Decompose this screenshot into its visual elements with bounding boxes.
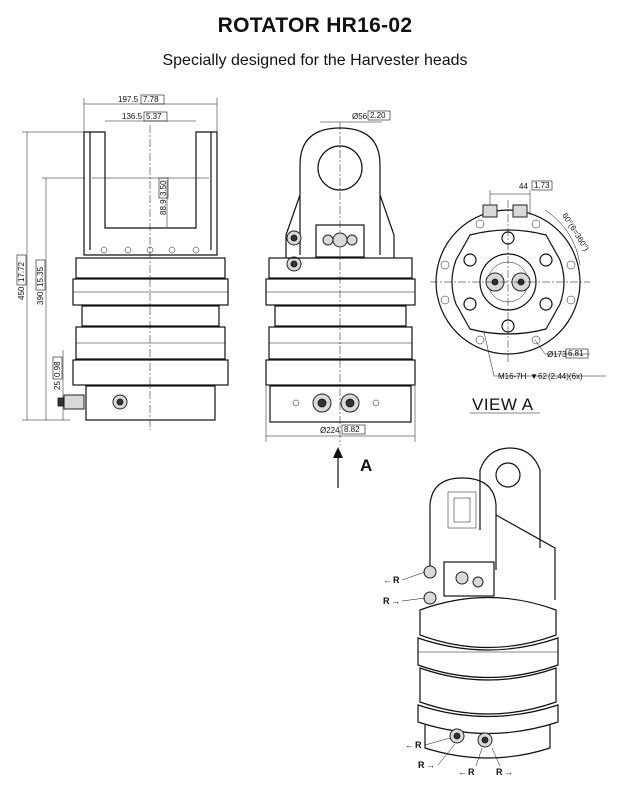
svg-text:←: ← [458, 767, 467, 777]
svg-text:→: → [426, 760, 435, 770]
front-view: 197.5 7.78 136.5 5.37 450 17.72 390 15.3… [16, 94, 229, 430]
dim-spacing-in: 1.73 [534, 181, 550, 190]
dim-angle: 60°(6=360°) [560, 211, 591, 253]
port-label-5: ← R [458, 747, 483, 777]
dim-pin-height-in: 3.50 [159, 180, 168, 196]
svg-text:R: R [415, 740, 422, 750]
svg-text:R: R [468, 767, 475, 777]
view-a: 44 1.73 60°(6=360°) [430, 180, 606, 414]
svg-text:→: → [391, 596, 400, 606]
svg-text:R: R [383, 596, 390, 606]
svg-text:R: R [418, 760, 425, 770]
dim-diameter-in: 8.82 [344, 425, 360, 434]
dim-height-base-in: 0.98 [53, 361, 62, 377]
view-a-caption: VIEW A [472, 395, 534, 414]
dim-thread-depth-in: (2.44)(6x) [548, 372, 583, 381]
port-label-3: ← R [405, 737, 451, 750]
drawing-subtitle: Specially designed for the Harvester hea… [162, 52, 468, 69]
svg-text:←: ← [405, 740, 414, 750]
drawing-title: ROTATOR HR16-02 [217, 14, 413, 37]
dim-height-body: 390 [36, 291, 45, 305]
svg-text:←: ← [383, 575, 392, 585]
isometric-view: ← R R → ← R R → ← R R → [383, 447, 559, 777]
dim-bolt-circle-in: 6.81 [568, 349, 584, 358]
port-label-6: R → [491, 747, 513, 777]
dim-height-body-in: 15.35 [36, 266, 45, 287]
dim-width-outer-in: 7.78 [143, 95, 159, 104]
dim-thread-depth: 62 [538, 372, 547, 381]
dim-width-inner: 136.5 [122, 112, 143, 121]
dim-width-outer: 197.5 [118, 95, 139, 104]
dim-diameter: Ø224 [320, 426, 340, 435]
dim-height-total-in: 17.72 [17, 261, 26, 282]
dim-thread: M16-7H [498, 372, 527, 381]
dim-spacing: 44 [519, 182, 528, 191]
dim-pin-diameter: Ø56 [352, 112, 368, 121]
dim-height-base: 25 [53, 381, 62, 390]
side-view: Ø56 2.20 Ø224 [265, 110, 416, 488]
dim-pin-diameter-in: 2.20 [370, 111, 386, 120]
port-label-1: ← R [383, 571, 426, 585]
dim-height-total: 450 [17, 286, 26, 300]
dim-pin-height: 88.9 [159, 199, 168, 215]
svg-text:→: → [504, 767, 513, 777]
dim-bolt-circle: Ø173 [547, 350, 567, 359]
port-label-4: R → [418, 743, 456, 770]
svg-text:▼: ▼ [530, 372, 538, 381]
view-arrow-label: A [360, 456, 372, 475]
dim-width-inner-in: 5.37 [146, 112, 162, 121]
svg-text:R: R [393, 575, 400, 585]
port-label-2: R → [383, 596, 426, 606]
svg-text:R: R [496, 767, 503, 777]
